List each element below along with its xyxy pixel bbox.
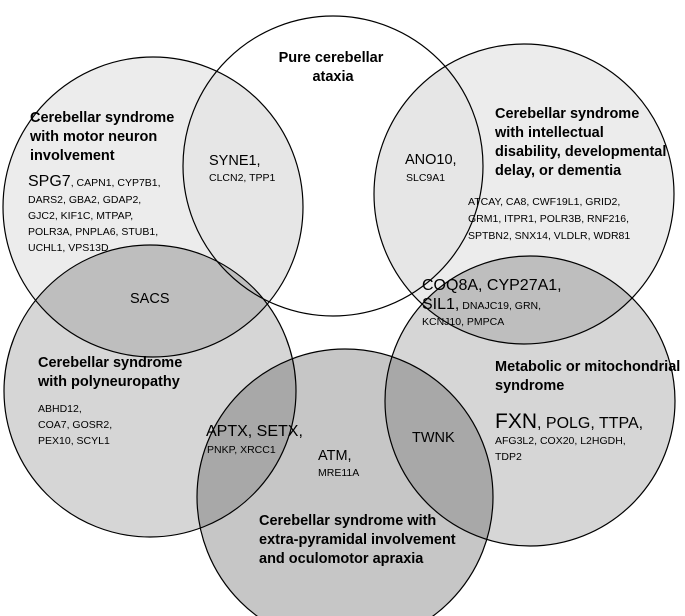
intellectual-title: Cerebellar syndrome with intellectual di… (494, 106, 670, 179)
motor-title-line2: with motor neuron (29, 129, 157, 145)
metabolic-genes-0: AFG3L2, COX20, L2HGDH, (495, 435, 626, 447)
poly-genes-2: PEX10, SCYL1 (38, 435, 110, 447)
extra-title-line2: extra-pyramidal involvement (259, 532, 456, 548)
motor-genes-3: POLR3A, PNPLA6, STUB1, (28, 226, 158, 238)
overlap-intel-meta-lead2: SIL1, (422, 296, 459, 313)
overlap-intel-meta-line2: SIL1, DNAJC19, GRN, (422, 296, 541, 313)
motor-title: Cerebellar syndrome with motor neuron in… (29, 110, 178, 164)
extra-title-line3: and oculomotor apraxia (259, 551, 424, 567)
overlap-meta-extra: TWNK (412, 430, 455, 446)
motor-gene-line1: SPG7, CAPN1, CYP7B1, (28, 173, 161, 190)
metabolic-lead-rest: , POLG, TTPA, (537, 415, 643, 432)
poly-title-line1: Cerebellar syndrome (38, 355, 182, 371)
pure-title-line2: ataxia (312, 69, 354, 85)
overlap-pure-intel-rest: SLC9A1 (406, 172, 445, 184)
extra-title-line1: Cerebellar syndrome with (259, 513, 436, 529)
extra-lead-gene: ATM, (318, 448, 352, 464)
motor-genes-2: GJC2, KIF1C, MTPAP, (28, 210, 133, 222)
poly-title-line2: with polyneuropathy (37, 374, 180, 390)
extra-title: Cerebellar syndrome with extra-pyramidal… (259, 513, 460, 567)
pure-title-line1: Pure cerebellar (279, 50, 384, 66)
overlap-poly-extra-rest: PNKP, XRCC1 (207, 444, 276, 456)
overlap-pure-motor-lead: SYNE1, (209, 153, 261, 169)
overlap-intel-meta-line1: COQ8A, CYP27A1, (422, 277, 562, 294)
overlap-pure-intel-lead: ANO10, (405, 152, 457, 168)
overlap-motor-poly: SACS (130, 291, 170, 307)
overlap-pure-motor-rest: CLCN2, TPP1 (209, 172, 275, 184)
poly-genes-1: COA7, GOSR2, (38, 419, 112, 431)
intellectual-title-line1: Cerebellar syndrome (495, 106, 639, 122)
extra-genes-0: MRE11A (318, 467, 359, 479)
motor-title-line1: Cerebellar syndrome (30, 110, 174, 126)
poly-genes-0: ABHD12, (38, 403, 82, 415)
metabolic-lead-fxn: FXN (495, 410, 537, 433)
motor-title-line3: involvement (30, 148, 115, 164)
metabolic-lead-line: FXN, POLG, TTPA, (495, 410, 643, 433)
intellectual-title-line2: with intellectual (494, 125, 604, 141)
metabolic-title-line1: Metabolic or mitochondrial (495, 359, 680, 375)
intellectual-genes-2: SPTBN2, SNX14, VLDLR, WDR81 (468, 230, 630, 242)
metabolic-genes-1: TDP2 (495, 451, 522, 463)
intellectual-genes-1: GRM1, ITPR1, POLR3B, RNF216, (468, 213, 629, 225)
poly-title: Cerebellar syndrome with polyneuropathy (37, 355, 186, 390)
overlap-poly-extra-lead: APTX, SETX, (206, 423, 303, 440)
motor-lead-gene: SPG7 (28, 173, 71, 190)
motor-genes-1: DARS2, GBA2, GDAP2, (28, 194, 141, 206)
intellectual-title-line3: disability, developmental (495, 144, 666, 160)
motor-genes-0: , CAPN1, CYP7B1, (71, 177, 161, 189)
pure-title: Pure cerebellar ataxia (279, 50, 388, 85)
motor-genes-4: UCHL1, VPS13D (28, 242, 109, 254)
overlap-intel-meta-line3: KCNJ10, PMPCA (422, 316, 504, 328)
intellectual-genes-0: ATCAY, CA8, CWF19L1, GRID2, (468, 196, 620, 208)
overlap-intel-meta-rest2: DNAJC19, GRN, (459, 300, 541, 312)
metabolic-title: Metabolic or mitochondrial syndrome (495, 359, 684, 394)
intellectual-title-line4: delay, or dementia (495, 163, 622, 179)
circle-outlines (2, 15, 676, 616)
metabolic-title-line2: syndrome (495, 378, 564, 394)
